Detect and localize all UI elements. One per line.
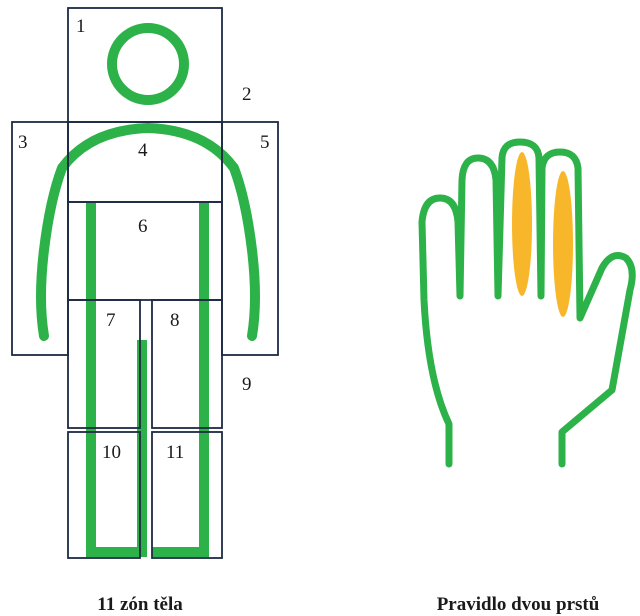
index-finger-highlight (512, 152, 532, 296)
zone-label-10: 10 (102, 442, 121, 463)
zone-box-7 (68, 300, 140, 428)
zone-label-9: 9 (242, 374, 252, 395)
hand-diagram-caption: Pravidlo dvou prstů (437, 594, 600, 615)
hand-icon (422, 142, 632, 464)
zone-box-11 (152, 432, 222, 558)
zone-label-4: 4 (138, 140, 148, 161)
zone-box-8 (152, 300, 222, 428)
zone-label-5: 5 (260, 132, 270, 153)
zone-label-11: 11 (166, 442, 184, 463)
right-leg-outline (152, 203, 204, 552)
middle-finger-highlight (553, 171, 573, 317)
zone-label-1: 1 (76, 16, 86, 37)
head-outline (112, 28, 184, 100)
torso-legs-outline (91, 203, 142, 552)
zone-label-6: 6 (138, 216, 148, 237)
zone-label-3: 3 (18, 132, 28, 153)
zone-label-8: 8 (170, 310, 180, 331)
zone-label-7: 7 (106, 310, 116, 331)
zone-label-2: 2 (242, 84, 252, 105)
body-diagram-caption: 11 zón těla (97, 594, 183, 615)
